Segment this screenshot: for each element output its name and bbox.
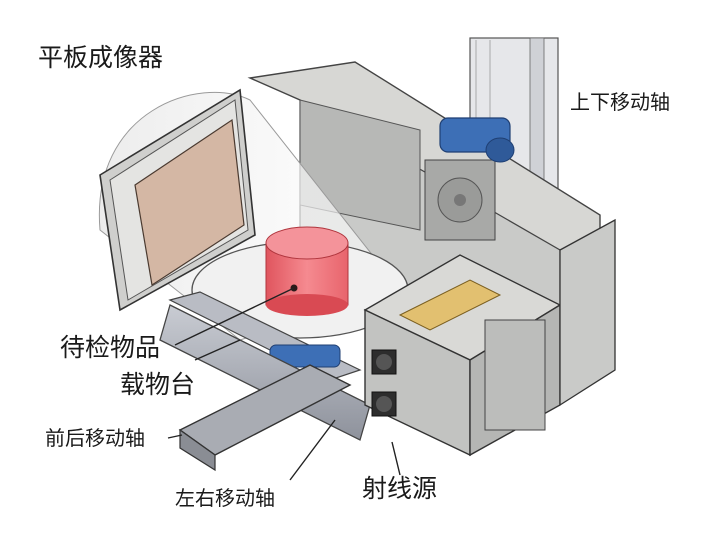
leader-ray-source bbox=[391, 441, 401, 476]
label-vertical-axis: 上下移动轴 bbox=[570, 90, 670, 114]
leader-stage bbox=[194, 339, 241, 361]
stage-base bbox=[168, 291, 362, 381]
leader-left-right bbox=[289, 419, 336, 481]
label-front-back-axis: 前后移动轴 bbox=[45, 426, 145, 450]
label-left-right-axis: 左右移动轴 bbox=[175, 486, 275, 510]
label-object-under-test: 待检物品 bbox=[60, 333, 161, 362]
leader-front-back bbox=[167, 434, 183, 439]
vertical-axis-motor bbox=[439, 117, 515, 163]
leader-lines bbox=[167, 287, 401, 481]
label-flat-panel-imager: 平板成像器 bbox=[38, 43, 164, 72]
right-frame-housing bbox=[484, 218, 616, 431]
test-object-cylinder bbox=[265, 226, 349, 316]
front-back-axis-rail bbox=[178, 364, 352, 472]
label-ray-source: 射线源 bbox=[362, 474, 438, 503]
leader-object bbox=[174, 287, 295, 346]
label-stage: 载物台 bbox=[120, 370, 196, 399]
flat-panel-imager bbox=[99, 88, 256, 312]
